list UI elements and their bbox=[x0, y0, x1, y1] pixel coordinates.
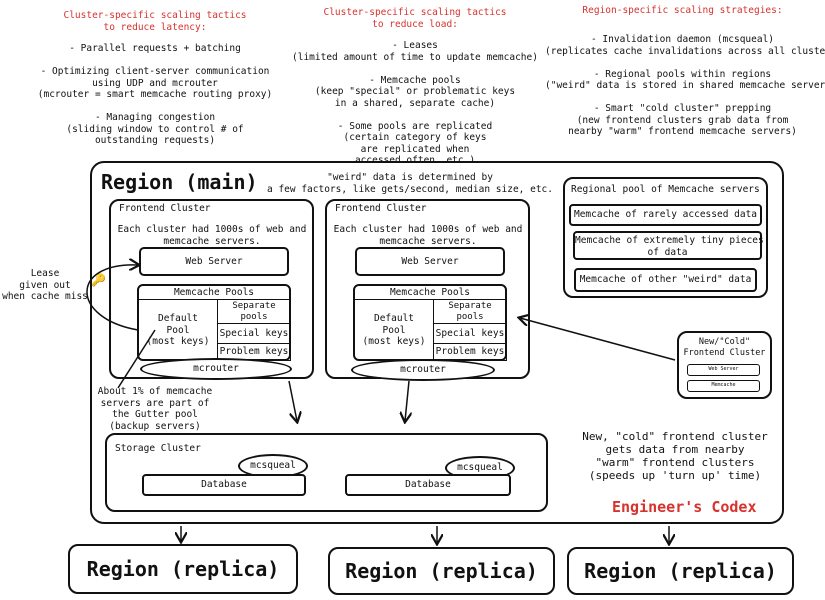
memcache-pools-2-divider bbox=[353, 299, 507, 300]
region-strategies-body: - Invalidation daemon (mcsqueal) (replic… bbox=[545, 34, 825, 137]
database-1: Database bbox=[142, 474, 306, 496]
regional-pool-tiny: Memcache of extremely tiny pieces of dat… bbox=[573, 231, 764, 260]
memcache-pools-2-title: Memcache Pools bbox=[389, 287, 471, 298]
cold-cluster-web-server: Web Server bbox=[687, 364, 760, 376]
cold-cluster-note: New, "cold" frontend cluster gets data f… bbox=[582, 430, 768, 482]
cluster1-to-storage-arrow bbox=[288, 380, 297, 421]
region-replica-3: Region (replica) bbox=[567, 547, 794, 595]
frontend-cluster-2-note: Each cluster had 1000s of web and memcac… bbox=[333, 224, 523, 247]
problem-keys-2: Problem keys bbox=[433, 343, 507, 361]
default-pool-1: Default Pool (most keys) bbox=[146, 313, 210, 347]
database-2: Database bbox=[345, 474, 511, 496]
gutter-pointer bbox=[117, 329, 156, 389]
cold-cluster-title: New/"Cold" Frontend Cluster bbox=[683, 337, 766, 358]
web-server-2: Web Server bbox=[355, 247, 505, 276]
regional-pool-rare: Memcache of rarely accessed data bbox=[569, 204, 762, 226]
cold-to-warm-arrow bbox=[520, 318, 676, 361]
memcache-pools-1-divider bbox=[137, 299, 291, 300]
latency-tactics-title: Cluster-specific scaling tactics to redu… bbox=[63, 10, 247, 33]
brand-logo: Engineer's Codex bbox=[612, 498, 757, 516]
default-pool-2: Default Pool (most keys) bbox=[362, 313, 426, 347]
weird-data-note: "weird" data is determined by a few fact… bbox=[267, 172, 553, 195]
mcrouter-2: mcrouter bbox=[351, 359, 495, 381]
latency-tactics-body: - Parallel requests + batching - Optimiz… bbox=[37, 43, 273, 146]
cluster2-to-storage-arrow bbox=[405, 380, 409, 421]
load-tactics-title: Cluster-specific scaling tactics to redu… bbox=[323, 7, 507, 30]
memcache-pools-1-title: Memcache Pools bbox=[173, 287, 255, 298]
frontend-cluster-2-title: Frontend Cluster bbox=[335, 203, 427, 214]
lease-note: Lease given out when cache miss bbox=[2, 268, 88, 302]
region-strategies-title: Region-specific scaling strategies: bbox=[582, 5, 783, 16]
load-tactics-body: - Leases (limited amount of time to upda… bbox=[292, 40, 538, 166]
lease-arrow bbox=[86, 265, 138, 331]
frontend-cluster-1-title: Frontend Cluster bbox=[119, 203, 211, 214]
regional-pool-weird: Memcache of other "weird" data bbox=[574, 268, 757, 292]
storage-cluster-title: Storage Cluster bbox=[115, 443, 201, 454]
cold-cluster-memcache: Memcache bbox=[687, 380, 760, 392]
gutter-pool-note: About 1% of memcache servers are part of… bbox=[97, 386, 213, 432]
mcrouter-1: mcrouter bbox=[140, 358, 292, 380]
frontend-cluster-1-note: Each cluster had 1000s of web and memcac… bbox=[117, 224, 307, 247]
region-replica-2: Region (replica) bbox=[328, 547, 555, 595]
region-replica-1: Region (replica) bbox=[68, 544, 298, 594]
region-main-title: Region (main) bbox=[101, 170, 258, 194]
regional-pool-title: Regional pool of Memcache servers bbox=[571, 184, 760, 195]
